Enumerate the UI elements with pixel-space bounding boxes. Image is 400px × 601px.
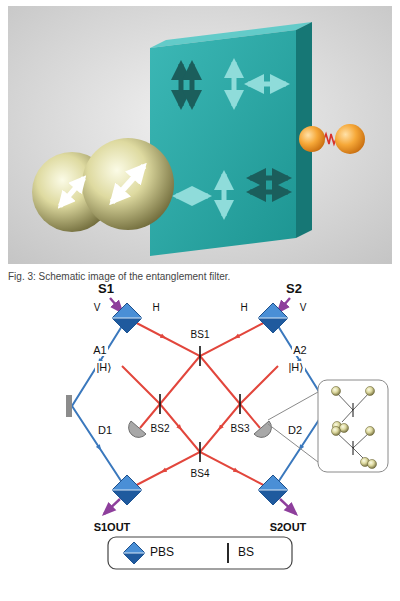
optical-schematic [353,448,364,459]
optical-schematic [200,366,278,490]
legend-text: PBS [150,546,174,559]
entanglement-filter-illustration [250,190,288,195]
optical-schematic [368,460,377,469]
optical-schematic [123,542,145,564]
optical-schematic [239,394,241,414]
optical-schematic [258,318,288,319]
optical-schematic [353,441,354,455]
state-label: |H⟩ [95,361,112,373]
entanglement-filter-illustration [248,82,286,87]
beam-splitter-label: BS4 [190,468,211,479]
optical-schematic [332,387,377,469]
optical-schematic [332,387,341,396]
entanglement-filter-illustration [299,126,325,152]
detector-label: D2 [287,424,303,436]
ancilla-label: A1 [92,344,107,356]
optical-schematic [200,318,273,428]
optical-schematic [199,346,201,366]
optical-schematic [280,499,296,514]
source-label: S1 [97,282,115,296]
optical-schematic [340,424,349,433]
optical-schematic [159,394,161,414]
legend-text: BS [238,546,254,559]
figure-caption: Fig. 3: Schematic image of the entanglem… [8,271,392,282]
optical-schematic [258,475,288,505]
optical-schematic [108,537,292,569]
polarization-label: V [93,302,102,313]
optical-schematic [258,303,288,333]
beam-splitter-label: BS3 [230,423,251,434]
optical-schematic [268,392,318,420]
beam-splitter-label: BS1 [190,329,211,340]
optical-schematic [112,490,142,491]
optical-schematic [112,318,142,333]
optical-schematic [258,303,288,333]
optical-schematic [258,318,288,333]
optical-schematic [112,475,142,505]
output-label: S2OUT [269,521,308,533]
optical-schematic [268,424,318,462]
entanglement-filter-illustration [324,134,336,144]
ancilla-label: A2 [292,344,307,356]
entanglement-filter-illustration [335,124,365,154]
optical-schematic [123,542,145,564]
optical-schematic [258,490,288,491]
entanglement-filter-illustration [8,6,392,264]
optical-schematic [122,366,200,490]
optical-schematic [258,490,288,505]
optical-schematic [129,421,146,437]
optical-schematic [258,475,288,505]
optical-schematic [353,403,354,417]
optical-schematic [66,395,72,417]
entanglement-filter-illustration [82,138,174,230]
output-label: S1OUT [93,521,132,533]
entanglement-filter-illustration [190,64,195,106]
optical-schematic [66,298,388,569]
optical-schematic [123,553,145,554]
entanglement-filter-illustration [222,174,227,216]
optical-schematic [199,442,201,462]
entanglement-filter-illustration [176,194,208,199]
optical-schematic [366,427,375,436]
optical-schematic [112,490,142,505]
optical-schematic [227,543,229,563]
polarization-label: H [151,302,160,313]
optical-schematic [112,303,142,333]
optical-schematic [72,318,127,490]
optical-schematic [112,318,142,319]
optical-schematic [72,406,100,448]
entanglement-filter-illustration [112,166,144,202]
optical-schematic [123,553,145,564]
optical-schematic [112,303,142,333]
optical-schematic [336,392,370,459]
polarization-label: H [239,302,248,313]
optical-schematic [104,499,120,514]
entanglement-filter-illustration [8,6,392,264]
entanglement-filter-illustration [250,176,288,181]
optical-schematic [342,410,353,422]
optical-schematic [112,475,142,505]
detector-label: D1 [97,424,113,436]
entanglement-filter-illustration [179,64,184,106]
optical-schematic [318,380,388,472]
optical-schematic [366,387,375,396]
optical-schematic [254,421,271,437]
entanglement-filter-illustration [60,178,84,206]
source-label: S2 [285,282,303,296]
state-label: |H⟩ [287,361,304,373]
entanglement-filter-illustration [150,30,296,256]
entanglement-filter-illustration [232,62,237,106]
optical-schematic [332,427,341,436]
beam-splitter-label: BS2 [150,423,171,434]
polarization-label: V [299,302,308,313]
